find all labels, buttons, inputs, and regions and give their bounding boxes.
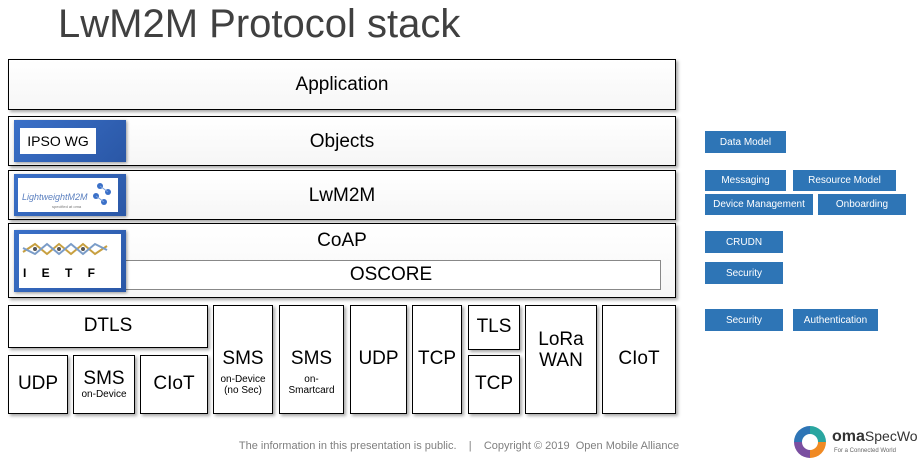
oma-wordmark-bold: oma [832, 428, 865, 445]
lora-wan-box: LoRa WAN [525, 305, 597, 414]
sms-smartcard-box: SMS on- Smartcard [279, 305, 344, 414]
dtls-box: DTLS [8, 305, 208, 348]
sms-sub-2: on-Device (no Sec) [220, 373, 266, 396]
ietf-text: I E T F [23, 266, 101, 280]
sms-on-device-box: SMS on-Device [73, 355, 135, 414]
data-model-tag: Data Model [705, 131, 786, 153]
udp-label-2: UDP [358, 348, 399, 370]
footer-text: The information in this presentation is … [238, 440, 680, 452]
oma-specworks-logo: omaSpecWorks For a Connected World [790, 420, 918, 466]
sms-sub-3: on- Smartcard [288, 373, 335, 396]
lora-label: LoRa WAN [538, 329, 584, 371]
objects-layer: Objects IPSO WG [8, 116, 676, 166]
oma-tagline: For a Connected World [834, 448, 896, 454]
security-tag-2: Security [705, 309, 783, 331]
tcp-box-1: TCP [412, 305, 462, 414]
ciot-box-1: CIoT [140, 355, 208, 414]
oma-swirl-icon [794, 426, 826, 458]
security-tag-1: Security [705, 262, 783, 284]
ciot-box-2: CIoT [602, 305, 676, 414]
ciot-label-2: CIoT [618, 348, 660, 370]
ietf-wave-icon [22, 242, 108, 256]
coap-layer: CoAP OSCORE I E T F [8, 223, 676, 298]
lwm2m-logo-sub: specified at oma [52, 204, 82, 209]
device-management-tag: Device Management [705, 194, 813, 215]
resource-model-tag: Resource Model [793, 170, 896, 191]
messaging-tag: Messaging [705, 170, 786, 191]
sms-no-sec-box: SMS on-Device (no Sec) [213, 305, 273, 414]
lwm2m-logo: LightweightM2M specified at oma [14, 174, 126, 216]
oma-wordmark: omaSpecWorks [832, 428, 918, 446]
tcp-label-2: TCP [475, 373, 513, 395]
authentication-tag: Authentication [793, 309, 878, 331]
sms-label-1: SMS [83, 367, 125, 389]
sms-sub-1: on-Device [81, 389, 127, 401]
oscore-box: OSCORE [121, 260, 661, 290]
crudn-tag: CRUDN [705, 231, 783, 253]
tls-box: TLS [468, 305, 520, 350]
tcp-label-1: TCP [418, 348, 456, 370]
dtls-label: DTLS [83, 315, 133, 337]
objects-label: Objects [309, 131, 375, 152]
lwm2m-nodes-icon [93, 183, 111, 205]
application-layer: Application [8, 59, 676, 110]
coap-label: CoAP [317, 230, 367, 251]
udp-label-1: UDP [17, 373, 59, 395]
sms-label-2: SMS [222, 348, 264, 370]
oscore-label: OSCORE [349, 264, 433, 285]
tcp-box-2: TCP [468, 355, 520, 414]
udp-box-2: UDP [350, 305, 407, 414]
lwm2m-layer: LwM2M LightweightM2M specified at oma [8, 170, 676, 220]
page-title: LwM2M Protocol stack [58, 2, 461, 46]
oma-wordmark-light: SpecWorks [864, 428, 918, 444]
lwm2m-logo-panel: LightweightM2M specified at oma [18, 178, 118, 212]
ietf-logo: I E T F [14, 230, 126, 292]
application-label: Application [295, 74, 389, 95]
onboarding-tag: Onboarding [818, 194, 906, 215]
lwm2m-label: LwM2M [308, 185, 376, 206]
tls-label: TLS [476, 316, 512, 338]
sms-label-3: SMS [290, 348, 333, 370]
udp-box-1: UDP [8, 355, 68, 414]
ipso-label: IPSO WG [20, 128, 96, 154]
ietf-logo-panel: I E T F [19, 234, 121, 288]
lwm2m-logo-text: LightweightM2M [22, 192, 88, 202]
ipso-logo: IPSO WG [14, 120, 126, 162]
ciot-label-1: CIoT [153, 373, 195, 395]
